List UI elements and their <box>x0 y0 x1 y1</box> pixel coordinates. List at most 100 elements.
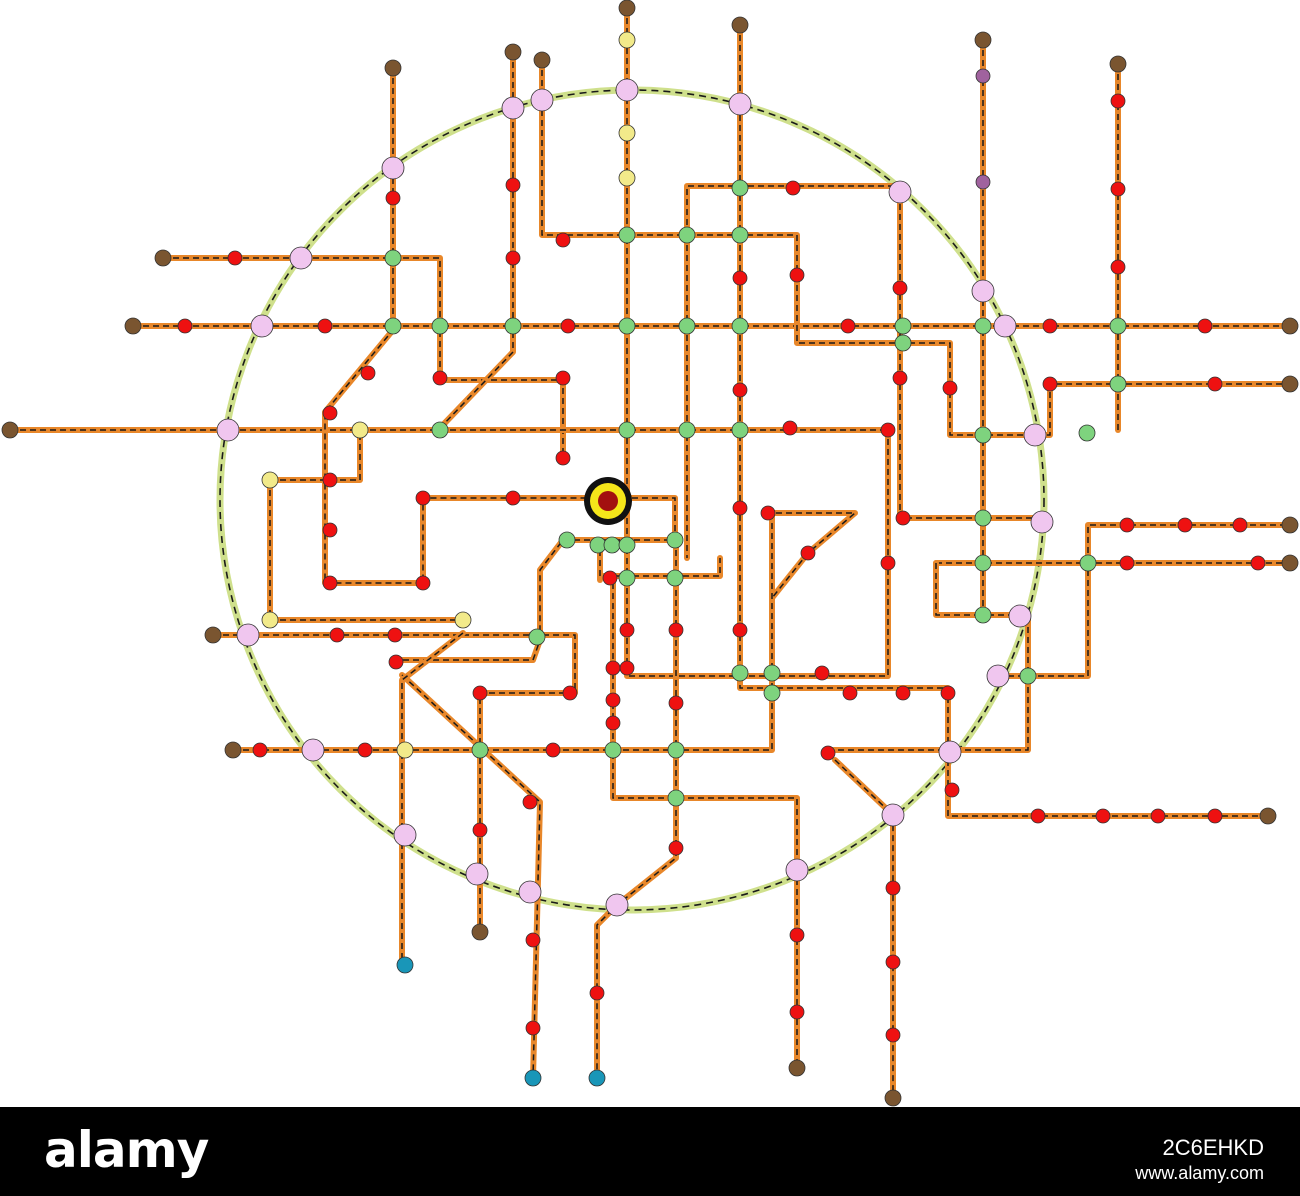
interchange-station <box>678 226 696 244</box>
website-link: www.alamy.com <box>1135 1163 1264 1183</box>
metro-line-29-casing <box>600 555 723 579</box>
terminal-station <box>384 59 402 77</box>
interchange-station <box>667 741 685 759</box>
interchange-station <box>974 554 992 572</box>
station <box>885 1027 901 1043</box>
station <box>880 422 896 438</box>
ring-station <box>605 893 629 917</box>
ring-station <box>785 858 809 882</box>
terminal-station <box>1281 375 1299 393</box>
metro-line-19-dash <box>596 540 677 1078</box>
interchange-station <box>384 317 402 335</box>
ring-station <box>971 279 995 303</box>
ring-station <box>250 314 274 338</box>
interchange-station <box>471 741 489 759</box>
metro-line-26-casing <box>933 560 988 618</box>
interchange-station <box>589 536 607 554</box>
interchange-station <box>731 664 749 682</box>
ring-station <box>501 96 525 120</box>
station <box>317 318 333 334</box>
interchange-station <box>1109 375 1127 393</box>
station-minor <box>975 174 991 190</box>
station <box>605 660 621 676</box>
metro-line-24-dash <box>947 750 1268 817</box>
station <box>1110 181 1126 197</box>
interchange-station <box>666 531 684 549</box>
interchange-station <box>974 426 992 444</box>
ring-station <box>1023 423 1047 447</box>
metro-line-19-casing <box>594 537 679 1081</box>
terminal-station <box>524 1069 542 1087</box>
metro-line-6-casing <box>539 57 1293 438</box>
station <box>555 370 571 386</box>
metro-line-8-dash <box>739 25 1029 751</box>
terminal-station <box>588 1069 606 1087</box>
station-minor <box>351 421 369 439</box>
station <box>505 177 521 193</box>
interchange-station <box>667 789 685 807</box>
station <box>840 318 856 334</box>
ring-station <box>393 823 417 847</box>
station <box>668 622 684 638</box>
interchange-station <box>431 317 449 335</box>
station <box>322 522 338 538</box>
station <box>944 782 960 798</box>
ring-station <box>518 880 542 904</box>
station <box>555 450 571 466</box>
station <box>1095 808 1111 824</box>
station <box>545 742 561 758</box>
terminal-station <box>504 43 522 61</box>
ring-station <box>938 740 962 764</box>
station <box>1197 318 1213 334</box>
station <box>1119 517 1135 533</box>
terminal-station <box>396 956 414 974</box>
station <box>522 794 538 810</box>
station <box>732 270 748 286</box>
station <box>732 382 748 398</box>
metro-line-26-dash <box>935 563 985 616</box>
interchange-station <box>1019 667 1037 685</box>
interchange-station <box>618 226 636 244</box>
interchange-station <box>974 606 992 624</box>
station <box>525 1020 541 1036</box>
terminal-station <box>731 16 749 34</box>
station <box>1150 808 1166 824</box>
station <box>177 318 193 334</box>
metro-line-13-casing <box>267 427 363 483</box>
station <box>732 500 748 516</box>
interchange-station <box>431 421 449 439</box>
station <box>789 927 805 943</box>
station <box>605 715 621 731</box>
metro-line-27-dash <box>1087 524 1290 563</box>
station <box>525 932 541 948</box>
terminal-station <box>224 741 242 759</box>
ring-station <box>301 738 325 762</box>
city-center-target-icon <box>584 477 632 525</box>
interchange-station <box>504 317 522 335</box>
station <box>555 232 571 248</box>
station-minor <box>975 68 991 84</box>
station <box>814 665 830 681</box>
station <box>415 575 431 591</box>
station <box>892 280 908 296</box>
metro-line-20-dash <box>401 674 541 1079</box>
station-minor <box>618 169 636 187</box>
station <box>589 985 605 1001</box>
metro-lines <box>7 5 1293 1101</box>
station <box>895 685 911 701</box>
station-minor <box>396 741 414 759</box>
station <box>895 510 911 526</box>
station <box>329 627 345 643</box>
station-minor <box>618 124 636 142</box>
terminal-station <box>884 1089 902 1107</box>
station <box>1250 555 1266 571</box>
ring-station <box>216 418 240 442</box>
ring-station <box>530 88 554 112</box>
terminal-station <box>1281 516 1299 534</box>
terminal-station <box>1281 554 1299 572</box>
interchange-station <box>666 569 684 587</box>
interchange-station <box>894 334 912 352</box>
station <box>360 365 376 381</box>
station <box>1030 808 1046 824</box>
metro-line-16-dash <box>233 512 858 751</box>
